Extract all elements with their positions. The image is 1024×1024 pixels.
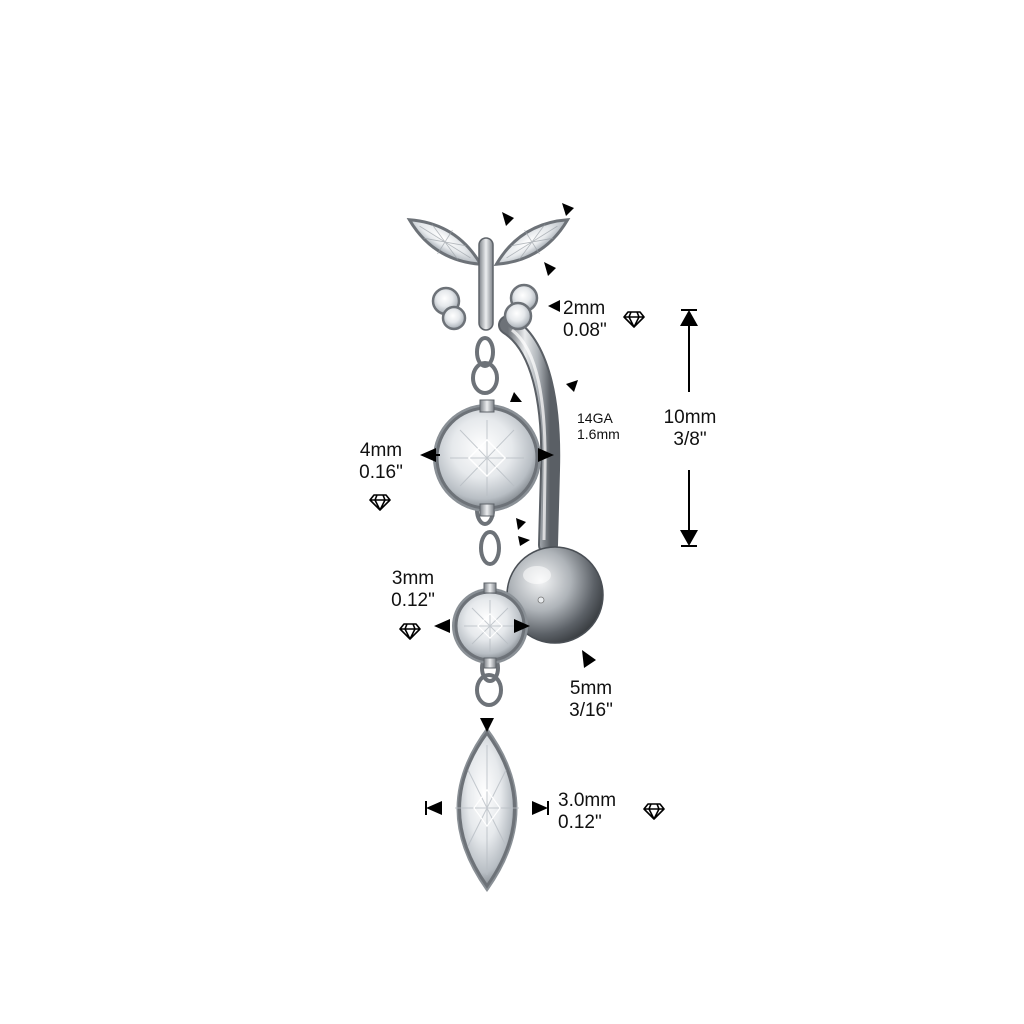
diamond-icon (623, 311, 645, 328)
top-round-gem-inch: 0.16" (359, 461, 403, 483)
middle-round-gem (452, 582, 528, 669)
middle-round-gem-inch: 0.12" (391, 589, 435, 611)
bar-length-inch: 3/8" (673, 428, 707, 450)
bottom-ball (506, 546, 604, 644)
bar-length-label: 10mm 3/8" (652, 407, 728, 451)
marquise-gem-inch: 0.12" (558, 811, 602, 833)
middle-round-gem-mm: 3mm (391, 568, 435, 589)
diamond-icon (369, 494, 391, 511)
top-round-gem-mm: 4mm (359, 440, 403, 461)
curved-barbell (498, 315, 561, 555)
gauge-mm: 1.6mm (577, 426, 620, 443)
top-round-gem-size-label: 4mm 0.16" (346, 440, 416, 484)
marquise-gem-size-label: 3.0mm 0.12" (558, 790, 616, 834)
ball-size-label: 5mm 3/16" (556, 678, 626, 722)
butterfly-gem-size-label: 2mm 0.08" (563, 298, 607, 342)
bar-length-mm: 10mm (663, 407, 717, 428)
gauge-label: 14GA 1.6mm (577, 410, 620, 442)
diamond-icon (643, 803, 665, 820)
diamond-icon (399, 623, 421, 640)
gauge-ga: 14GA (577, 410, 613, 426)
middle-round-gem-size-label: 3mm 0.12" (378, 568, 448, 612)
ball-inch: 3/16" (569, 699, 613, 721)
butterfly-charm (406, 218, 571, 331)
ball-mm: 5mm (569, 678, 613, 699)
butterfly-gem-mm: 2mm (563, 298, 606, 319)
marquise-gem-mm: 3.0mm (558, 790, 617, 811)
top-round-gem (433, 399, 541, 517)
butterfly-gem-inch: 0.08" (563, 319, 607, 341)
dimension-arrows (420, 203, 698, 815)
marquise-gem (455, 727, 519, 892)
